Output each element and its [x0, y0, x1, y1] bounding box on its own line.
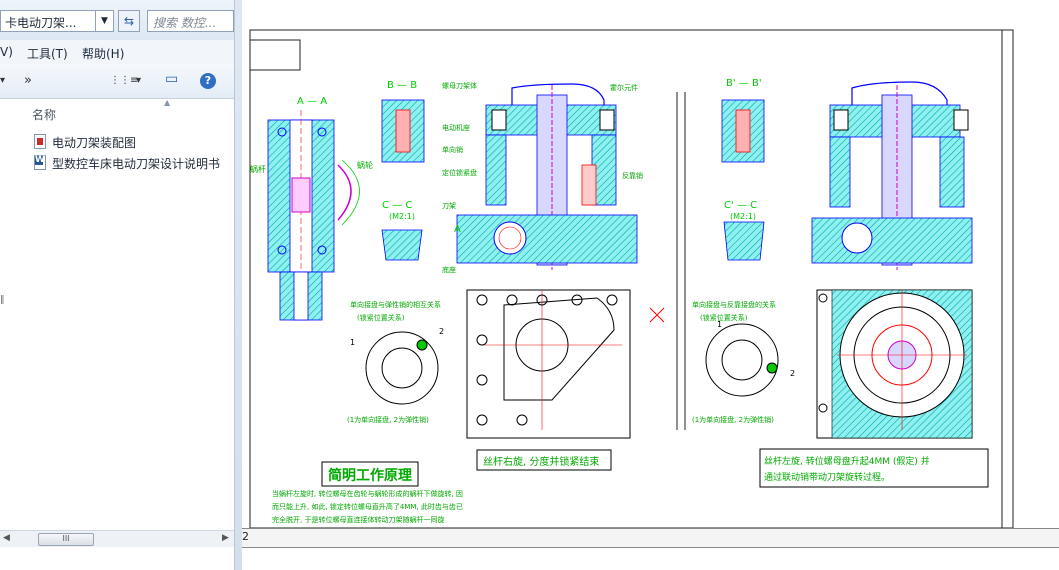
- viewer-top-margin: [242, 0, 1059, 22]
- drawing-viewer: A — A 蜗杆 蜗轮 B — B C — C (M2:1): [242, 0, 1059, 570]
- section-aa-view: A — A 蜗杆 蜗轮: [250, 96, 373, 321]
- word-file-icon: [34, 155, 46, 170]
- scale2-label: (M2:1): [730, 212, 756, 221]
- section-aa-label: A — A: [297, 96, 327, 107]
- section-bb-view: B — B C — C (M2:1): [381, 80, 425, 261]
- page-indicator: 2: [242, 530, 249, 543]
- main-assembly-view-2: [811, 81, 973, 270]
- menu-tools[interactable]: 工具(T): [27, 47, 68, 61]
- list-item[interactable]: 型数控车床电动刀架设计说明书: [30, 153, 234, 173]
- menu-help[interactable]: 帮助(H): [82, 47, 125, 61]
- plan-view-2: [816, 289, 973, 439]
- detail-num-2: 2: [439, 327, 444, 336]
- detail-num-1: 1: [350, 338, 355, 347]
- detail-sub-2: (锁紧位置关系): [700, 313, 748, 322]
- label-nut: 螺母刀架体: [442, 81, 477, 90]
- scale-label: (M2:1): [389, 212, 415, 221]
- section-cc-label: C — C: [382, 200, 412, 211]
- chevron-down-icon[interactable]: ▾: [0, 75, 6, 86]
- pdf-file-icon: [34, 134, 46, 149]
- principle-line-1: 当蜗杆左旋时, 转位螺母在齿轮与蜗轮形成的蜗杆下做旋转, 因: [272, 489, 463, 498]
- horizontal-scrollbar[interactable]: ◀ III ▶: [0, 530, 234, 547]
- file-name: 型数控车床电动刀架设计说明书: [52, 157, 221, 171]
- detail-view-2: 单向接盘与反靠接盘的关系 (锁紧位置关系) 1 2 (1为单向接盘, 2为弹性销…: [692, 300, 795, 424]
- label-a: A: [454, 224, 461, 235]
- note-box-mid: 丝杆右旋, 分度并锁紧结束: [476, 449, 612, 471]
- view-dropdown-icon[interactable]: ▾: [136, 75, 142, 86]
- scroll-thumb[interactable]: III: [38, 533, 94, 546]
- principle-block: 简明工作原理 当蜗杆左旋时, 转位螺母在齿轮与蜗轮形成的蜗杆下做旋转, 因 而只…: [272, 461, 463, 524]
- view-options-icon[interactable]: ⋮⋮≡: [110, 75, 139, 86]
- column-header-name[interactable]: 名称 ▲: [12, 98, 234, 128]
- label-base: 底座: [442, 265, 456, 274]
- detail-caption-1: (1为单向接盘, 2为弹性销): [347, 415, 429, 424]
- section-bb2-view: B' — B' C' — C (M2:1): [721, 78, 765, 261]
- principle-line-3: 完全脱开, 于是转位螺母直连接体转动刀架随蜗杆一同旋: [272, 515, 444, 524]
- label-lock-disc: 定位锁紧盘: [442, 168, 477, 177]
- section-bb-label: B — B: [387, 80, 417, 91]
- main-assembly-view: 螺母刀架体 电动机座 单向销 定位锁紧盘 刀架 底座 霍尔元件 反靠销 A: [442, 81, 643, 274]
- cad-drawing: A — A 蜗杆 蜗轮 B — B C — C (M2:1): [249, 29, 1014, 529]
- toolbar: ▾ » ⋮⋮≡ ▾ ▭ ?: [0, 64, 234, 99]
- refresh-icon[interactable]: ⇆: [118, 10, 140, 32]
- principle-line-2: 而只能上升, 如此, 锁定转位螺母直升高了4MM, 此时齿与齿已: [272, 502, 463, 511]
- menu-bar: V) 工具(T) 帮助(H): [0, 40, 234, 65]
- label-worm-wheel: 蜗轮: [357, 160, 373, 170]
- detail-view-1: 单向接盘与弹性销的相互关系 (锁紧位置关系) 1 2 (1为单向接盘, 2为弹性…: [347, 300, 444, 424]
- label-pin: 单向销: [442, 145, 463, 154]
- detail-sub-1: (锁紧位置关系): [357, 313, 405, 322]
- detail2-num-2: 2: [790, 369, 795, 378]
- note-right-line-2: 通过联动销带动刀架旋转过程。: [764, 471, 890, 483]
- more-commands-icon[interactable]: »: [24, 73, 32, 88]
- scroll-left-icon[interactable]: ◀: [3, 533, 10, 543]
- note-mid-text: 丝杆右旋, 分度并锁紧结束: [483, 455, 599, 468]
- help-icon[interactable]: ?: [200, 73, 216, 89]
- detail-title-1: 单向接盘与弹性销的相互关系: [350, 300, 441, 309]
- preview-pane-icon[interactable]: ▭: [165, 71, 179, 87]
- list-item[interactable]: 电动刀架装配图: [30, 132, 234, 152]
- detail-title-2: 单向接盘与反靠接盘的关系: [692, 300, 776, 309]
- address-bar[interactable]: 卡电动刀架...: [0, 10, 96, 32]
- address-row: 卡电动刀架... ▼ ⇆ 搜索 数控...: [0, 0, 234, 40]
- file-name: 电动刀架装配图: [52, 136, 137, 150]
- sort-up-icon: ▲: [164, 98, 171, 107]
- menu-view[interactable]: V): [0, 45, 13, 59]
- label-motor-base: 电动机座: [442, 123, 470, 132]
- scroll-right-icon[interactable]: ▶: [222, 533, 229, 543]
- column-name-label: 名称: [32, 108, 57, 122]
- label-worm: 蜗杆: [250, 164, 266, 174]
- principle-title: 简明工作原理: [328, 467, 412, 484]
- label-reverse-pin: 反靠销: [622, 171, 643, 180]
- detail2-num-1: 1: [717, 320, 722, 329]
- section-bb2-label: B' — B': [726, 78, 762, 89]
- detail-caption-2: (1为单向接盘, 2为弹性销): [692, 415, 774, 424]
- sheet-side-strip: [1001, 29, 1014, 529]
- address-dropdown-icon[interactable]: ▼: [96, 10, 114, 32]
- section-cc2-label: C' — C: [724, 200, 757, 211]
- left-scroll-edge-icon: ‖: [0, 295, 5, 305]
- label-tool-holder: 刀架: [442, 202, 456, 210]
- explorer-pane: 卡电动刀架... ▼ ⇆ 搜索 数控... V) 工具(T) 帮助(H) ▾ »…: [0, 0, 235, 570]
- label-hall: 霍尔元件: [610, 83, 638, 92]
- plan-view: [466, 289, 665, 439]
- note-box-right: 丝杆左旋, 转位螺母盘升起4MM (假定) 并 通过联动销带动刀架旋转过程。: [759, 448, 989, 488]
- note-right-line-1: 丝杆左旋, 转位螺母盘升起4MM (假定) 并: [764, 455, 930, 467]
- search-input[interactable]: 搜索 数控...: [147, 10, 234, 32]
- viewer-bottom-bar[interactable]: 2: [242, 528, 1059, 548]
